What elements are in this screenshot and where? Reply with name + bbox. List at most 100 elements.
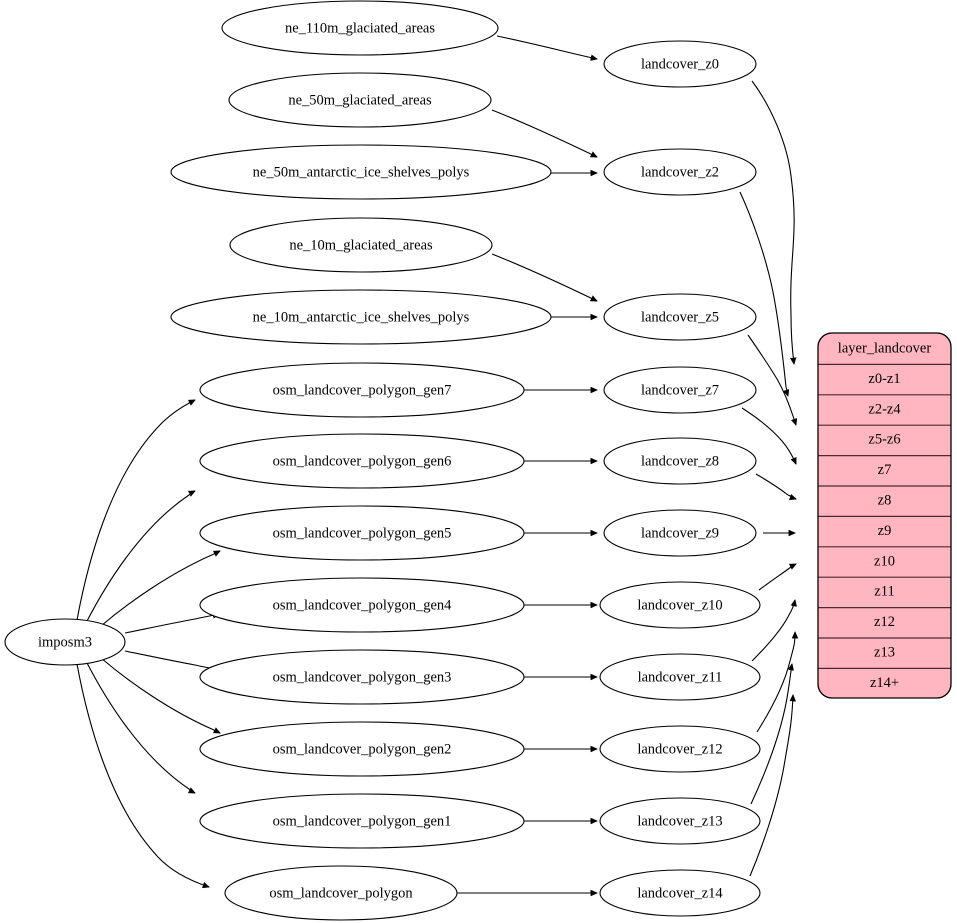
node-landcover_z12[interactable]: landcover_z12 <box>599 725 761 773</box>
node-label: osm_landcover_polygon_gen1 <box>273 813 452 829</box>
node-ne_110m_glaciated_areas[interactable]: ne_110m_glaciated_areas <box>221 0 499 56</box>
node-label: landcover_z8 <box>641 453 719 469</box>
node-osm_landcover_polygon_gen6[interactable]: osm_landcover_polygon_gen6 <box>199 433 525 489</box>
node-osm_landcover_polygon_gen4[interactable]: osm_landcover_polygon_gen4 <box>199 577 525 633</box>
edge-z0-to-port-z0z1 <box>751 80 794 364</box>
node-label: imposm3 <box>38 634 92 650</box>
edge-imposm3-to-gen3 <box>124 650 219 670</box>
node-osm_landcover_polygon[interactable]: osm_landcover_polygon <box>224 865 458 921</box>
edge-imposm3-to-polygon <box>76 663 209 887</box>
node-imposm3[interactable]: imposm3 <box>4 618 126 666</box>
ellipse-shape <box>603 509 757 557</box>
edge-ne10m-glaciated-to-z5 <box>491 253 597 302</box>
table-row-label-z10: z10 <box>874 553 895 569</box>
table-row-label-z7: z7 <box>878 462 892 478</box>
edge-z2-to-port-z2z4 <box>739 191 788 396</box>
node-label: landcover_z7 <box>641 382 719 398</box>
ellipse-shape <box>599 581 761 629</box>
node-label: landcover_z12 <box>637 741 722 757</box>
edge-z7-to-port-z7 <box>741 407 797 464</box>
ellipse-shape <box>603 366 757 414</box>
ellipse-shape <box>603 148 757 196</box>
node-label: ne_50m_glaciated_areas <box>288 92 432 108</box>
ellipse-shape <box>199 577 525 633</box>
ellipse-shape <box>599 869 761 917</box>
ellipse-shape <box>599 797 761 845</box>
edge-ne50m-glaciated-to-z2 <box>491 109 597 158</box>
osm-sources: osm_landcover_polygon_gen7 osm_landcover… <box>199 362 525 921</box>
table-row-label-z9: z9 <box>878 523 892 539</box>
ellipse-shape <box>228 72 492 128</box>
node-ne_50m_glaciated_areas[interactable]: ne_50m_glaciated_areas <box>228 72 492 128</box>
edge-z10-to-port-z10 <box>758 563 796 591</box>
ellipse-shape <box>599 725 761 773</box>
node-label: osm_landcover_polygon <box>269 885 413 901</box>
table-outline <box>817 332 952 699</box>
node-label: ne_10m_antarctic_ice_shelves_polys <box>253 309 470 325</box>
edge-imposm3-to-gen6 <box>85 490 195 624</box>
table-row-label-z11: z11 <box>874 584 894 600</box>
ellipse-shape <box>221 0 499 56</box>
node-landcover_z9[interactable]: landcover_z9 <box>603 509 757 557</box>
node-osm_landcover_polygon_gen5[interactable]: osm_landcover_polygon_gen5 <box>199 505 525 561</box>
edge-z13-to-port-z13 <box>750 664 792 805</box>
ellipse-shape <box>224 865 458 921</box>
landcover-views: landcover_z0 landcover_z2 landcover_z5 l… <box>599 40 761 917</box>
node-label: osm_landcover_polygon_gen2 <box>273 741 452 757</box>
edge-imposm3-to-gen5 <box>100 550 220 627</box>
node-label: osm_landcover_polygon_gen7 <box>273 382 452 398</box>
edge-z8-to-port-z8 <box>755 473 796 499</box>
node-label: osm_landcover_polygon_gen4 <box>273 597 453 613</box>
edge-imposm3-to-gen2 <box>100 657 220 734</box>
table-body <box>817 332 952 699</box>
ellipse-shape <box>199 649 525 705</box>
node-label: osm_landcover_polygon_gen6 <box>273 453 452 469</box>
node-landcover_z5[interactable]: landcover_z5 <box>603 293 757 341</box>
node-ne_50m_antarctic_ice_shelves_polys[interactable]: ne_50m_antarctic_ice_shelves_polys <box>170 144 552 200</box>
node-label: landcover_z2 <box>641 164 719 180</box>
node-label: ne_110m_glaciated_areas <box>285 20 435 36</box>
table-row-label-z5z6: z5-z6 <box>868 432 900 448</box>
node-label: landcover_z0 <box>641 56 719 72</box>
node-landcover_z13[interactable]: landcover_z13 <box>599 797 761 845</box>
node-landcover_z8[interactable]: landcover_z8 <box>603 437 757 485</box>
ellipse-shape <box>199 505 525 561</box>
node-landcover_z14[interactable]: landcover_z14 <box>599 869 761 917</box>
edge-ne110m-to-z0 <box>496 35 597 59</box>
node-landcover_z10[interactable]: landcover_z10 <box>599 581 761 629</box>
node-landcover_z0[interactable]: landcover_z0 <box>603 40 757 88</box>
node-label: ne_50m_antarctic_ice_shelves_polys <box>253 164 470 180</box>
edges-layer <box>76 35 797 893</box>
node-osm_landcover_polygon_gen3[interactable]: osm_landcover_polygon_gen3 <box>199 649 525 705</box>
ellipse-shape <box>199 433 525 489</box>
ellipse-shape <box>229 217 493 273</box>
edge-imposm3-to-gen7 <box>76 399 195 621</box>
ellipse-shape <box>603 40 757 88</box>
natural-earth-sources: ne_110m_glaciated_areas ne_50m_glaciated… <box>170 0 552 345</box>
ellipse-shape <box>599 653 761 701</box>
node-layer_landcover-table[interactable]: layer_landcover z0-z1 z2-z4 z5-z6 z7 z8 … <box>817 332 952 699</box>
node-ne_10m_glaciated_areas[interactable]: ne_10m_glaciated_areas <box>229 217 493 273</box>
table-row-label-z0z1: z0-z1 <box>868 371 900 387</box>
ellipse-shape <box>170 289 552 345</box>
node-landcover_z2[interactable]: landcover_z2 <box>603 148 757 196</box>
node-osm_landcover_polygon_gen7[interactable]: osm_landcover_polygon_gen7 <box>199 362 525 418</box>
table-row-label-z2z4: z2-z4 <box>868 401 901 417</box>
edge-z11-to-port-z11 <box>751 600 795 662</box>
node-landcover_z11[interactable]: landcover_z11 <box>599 653 761 701</box>
edge-imposm3-to-gen1 <box>85 660 195 794</box>
node-osm_landcover_polygon_gen2[interactable]: osm_landcover_polygon_gen2 <box>199 721 525 777</box>
edge-z14-to-port-z14plus <box>749 695 793 877</box>
node-ne_10m_antarctic_ice_shelves_polys[interactable]: ne_10m_antarctic_ice_shelves_polys <box>170 289 552 345</box>
node-label: osm_landcover_polygon_gen5 <box>273 525 452 541</box>
ellipse-shape <box>170 144 552 200</box>
ellipse-shape <box>199 721 525 777</box>
edge-z12-to-port-z12 <box>756 632 795 733</box>
node-osm_landcover_polygon_gen1[interactable]: osm_landcover_polygon_gen1 <box>199 793 525 849</box>
node-landcover_z7[interactable]: landcover_z7 <box>603 366 757 414</box>
node-label: landcover_z13 <box>637 813 722 829</box>
table-row-label-z13: z13 <box>874 645 895 661</box>
node-label: landcover_z9 <box>641 525 719 541</box>
